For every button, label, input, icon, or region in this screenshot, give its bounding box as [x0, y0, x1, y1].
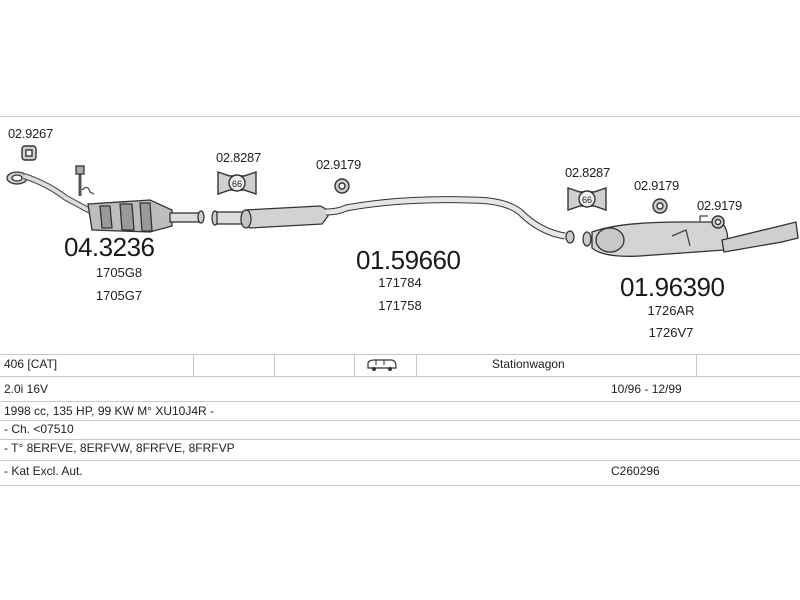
clamp-icon[interactable] — [567, 187, 607, 211]
date-range-cell: 10/96 - 12/99 — [611, 382, 682, 396]
clamp-badge: 66 — [582, 195, 592, 205]
model-cell: 406 [CAT] — [4, 357, 58, 371]
body-type-cell: Stationwagon — [492, 357, 565, 371]
type-codes-cell: - T° 8ERFVE, 8ERFVW, 8FRFVE, 8FRFVP — [4, 441, 235, 455]
spec-cell: 1998 cc, 135 HP, 99 KW M° XU10J4R - — [4, 404, 215, 418]
clamp-label[interactable]: 02.9179 — [697, 198, 742, 213]
clamp-icon[interactable] — [21, 145, 37, 161]
cell-divider — [416, 354, 417, 376]
cell-divider — [274, 354, 275, 376]
cell-divider — [696, 354, 697, 376]
clamp-label[interactable]: 02.9179 — [316, 157, 361, 172]
cell-divider — [354, 354, 355, 376]
clamp-icon[interactable] — [334, 178, 350, 194]
table-row: 406 [CAT] Stationwagon — [0, 354, 800, 377]
rear-silencer-part[interactable] — [582, 215, 799, 257]
part-number[interactable]: 01.59660 — [356, 245, 461, 275]
table-row: 1998 cc, 135 HP, 99 KW M° XU10J4R - — [0, 402, 800, 421]
van-icon — [366, 358, 398, 375]
clamp-icon[interactable] — [217, 171, 257, 195]
table-top-border — [0, 354, 800, 355]
clamp-icon[interactable] — [652, 198, 668, 214]
oem-number: 1705G7 — [95, 288, 143, 303]
clamp-badge: 66 — [232, 179, 242, 189]
oem-number: 1726V7 — [648, 325, 694, 340]
clamp-label[interactable]: 02.9179 — [634, 178, 679, 193]
exhaust-drawing: 66 66 — [6, 145, 799, 257]
part-number[interactable]: 01.96390 — [620, 272, 725, 302]
engine-cell: 2.0i 16V — [4, 382, 49, 396]
oem-number: 1705G8 — [95, 265, 143, 280]
chassis-cell: - Ch. <07510 — [4, 422, 74, 436]
exhaust-diagram: 66 66 02.9267 02.8287 02.9179 02.8287 02… — [6, 126, 799, 340]
clamp-label[interactable]: 02.8287 — [216, 150, 261, 165]
middle-silencer-part[interactable] — [211, 196, 575, 244]
catalytic-converter-part[interactable] — [6, 165, 205, 233]
top-divider — [0, 116, 800, 117]
clamp-icon[interactable] — [711, 215, 725, 229]
table-row: - Ch. <07510 — [0, 421, 800, 440]
oem-number: 1726AR — [647, 303, 695, 318]
table-row: - T° 8ERFVE, 8ERFVW, 8FRFVE, 8FRFVP — [0, 440, 800, 461]
table-row: 2.0i 16V 10/96 - 12/99 — [0, 377, 800, 402]
part-number[interactable]: 04.3236 — [64, 232, 155, 262]
table-row: - Kat Excl. Aut. C260296 — [0, 461, 800, 486]
clamp-label[interactable]: 02.9267 — [8, 126, 53, 141]
oem-number: 171784 — [378, 275, 422, 290]
clamp-label[interactable]: 02.8287 — [565, 165, 610, 180]
oem-number: 171758 — [378, 298, 422, 313]
cell-divider — [193, 354, 194, 376]
reference-cell: C260296 — [611, 464, 660, 478]
note-cell: - Kat Excl. Aut. — [4, 464, 83, 478]
